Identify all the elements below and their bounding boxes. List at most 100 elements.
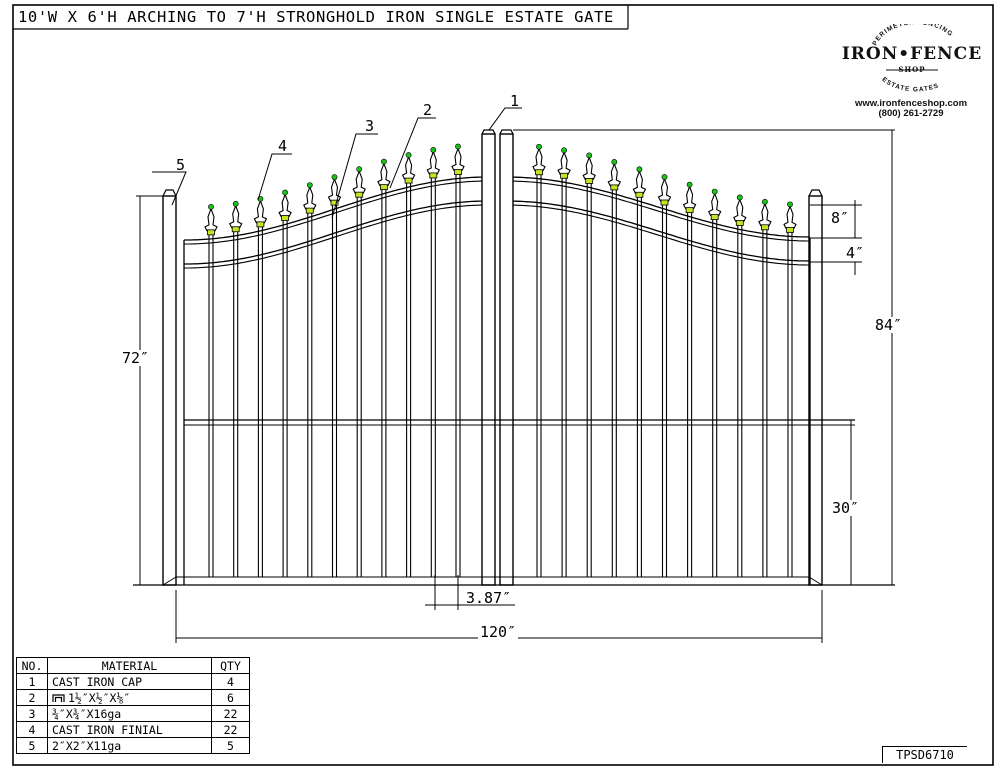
finial-icon — [557, 147, 571, 179]
finial-tip — [331, 174, 338, 181]
callout-5: 5 — [176, 156, 186, 174]
callout-leaders — [152, 107, 522, 219]
center-stile-left — [481, 133, 496, 586]
svg-text:ESTATE GATES: ESTATE GATES — [881, 76, 941, 93]
finial-spear — [253, 199, 268, 224]
finial-spear — [278, 192, 292, 218]
finial-icon — [278, 189, 292, 221]
finial-tip — [661, 174, 668, 180]
finial-collar — [585, 178, 594, 184]
callout-1: 1 — [510, 92, 520, 110]
table-row: 1 CAST IRON CAP 4 — [16, 673, 250, 690]
finial-spear — [632, 169, 647, 194]
finial-collar — [207, 229, 215, 236]
finial-icon — [532, 143, 546, 176]
finial-spear — [327, 177, 342, 202]
table-row: 4 CAST IRON FINIAL 22 — [16, 721, 250, 738]
finial-collar — [535, 169, 543, 176]
finial-spear — [204, 207, 218, 232]
finial-spear — [401, 155, 416, 180]
dim-picket-spacing: 3.87″ — [466, 589, 512, 607]
row-no: 5 — [16, 737, 48, 754]
header-material: MATERIAL — [47, 657, 212, 674]
finial-collar — [685, 207, 694, 214]
finial-icon — [783, 201, 797, 233]
finial-icon — [303, 182, 317, 214]
finial-spear — [352, 169, 366, 194]
bottom-rail — [808, 576, 823, 586]
finial-spear — [377, 162, 391, 187]
row-qty: 22 — [211, 721, 250, 738]
iron-fence-shop-logo: PERIMETER FENCING ESTATE GATES IRON•FENC… — [838, 19, 986, 96]
finial-tip — [380, 158, 387, 165]
finial-tip — [561, 147, 567, 154]
finial-tip — [736, 194, 743, 201]
table-row: 2 1½″X½″X⅛″ 6 — [16, 689, 250, 706]
leader-3 — [331, 133, 378, 219]
finial-icon — [682, 181, 697, 214]
leader-2 — [389, 117, 436, 189]
finial-spear — [682, 185, 697, 210]
contact-info: www.ironfenceshop.com (800) 261-2729 — [846, 99, 976, 119]
logo-sub: SHOP — [898, 65, 926, 74]
stile-cap — [481, 129, 496, 135]
finial-icon — [327, 174, 342, 206]
finial-icon — [204, 203, 218, 236]
header-no: NO. — [16, 657, 48, 674]
post-cap — [808, 189, 823, 197]
finial-tip — [282, 189, 288, 196]
leader-4 — [257, 153, 292, 201]
finial-spear — [451, 146, 465, 172]
finial-icon — [426, 147, 441, 179]
dim-rail-spacing: 4″ — [846, 244, 865, 262]
header-qty: QTY — [211, 657, 250, 674]
row-no: 3 — [16, 705, 48, 722]
finial-icon — [707, 188, 722, 220]
finial-tip — [455, 143, 461, 150]
row-material: 2″X2″X11ga — [47, 737, 212, 754]
finial-spear — [532, 147, 546, 172]
row-qty: 5 — [211, 737, 250, 754]
left-post — [162, 195, 177, 586]
finial-collar — [660, 199, 669, 206]
finial-icon — [451, 143, 465, 175]
finial-collar — [256, 221, 265, 228]
finial-spear — [758, 202, 772, 227]
finial-collar — [786, 226, 794, 233]
finial-collar — [355, 191, 364, 198]
finial-collar — [404, 177, 413, 184]
row-no: 1 — [16, 673, 48, 690]
finial-collar — [635, 191, 644, 198]
materials-table: NO. MATERIAL QTY 1 CAST IRON CAP 4 2 1½″… — [16, 657, 250, 754]
row-material-cell: 1½″X½″X⅛″ — [47, 689, 212, 706]
finial-tip — [208, 203, 214, 210]
finial-tip — [787, 201, 793, 208]
finial-collar — [454, 169, 462, 175]
finial-icon — [582, 152, 596, 184]
finial-tip — [636, 166, 643, 173]
logo-name: IRON•FENCE — [841, 44, 983, 64]
finial-spear — [707, 192, 722, 217]
finial-tip — [611, 159, 618, 165]
finial-tip — [762, 198, 768, 205]
finials — [204, 143, 797, 236]
finial-collar — [610, 184, 619, 191]
callout-3: 3 — [365, 117, 375, 135]
channel-icon — [52, 693, 65, 702]
finial-tip — [405, 152, 412, 158]
finial-collar — [429, 172, 438, 179]
finial-tip — [356, 166, 363, 173]
drawing-title: 10'W X 6'H ARCHING TO 7'H STRONGHOLD IRO… — [18, 8, 614, 26]
leader-5 — [152, 171, 187, 206]
right-post — [808, 195, 823, 586]
stile-cap — [499, 129, 514, 135]
center-stile-right — [499, 133, 514, 586]
finial-spear — [783, 204, 797, 229]
finial-icon — [377, 158, 391, 191]
finial-icon — [607, 159, 622, 191]
website-text: www.ironfenceshop.com — [854, 98, 968, 109]
row-qty: 4 — [211, 673, 250, 690]
finial-tip — [711, 188, 718, 195]
row-material: CAST IRON CAP — [47, 673, 212, 690]
